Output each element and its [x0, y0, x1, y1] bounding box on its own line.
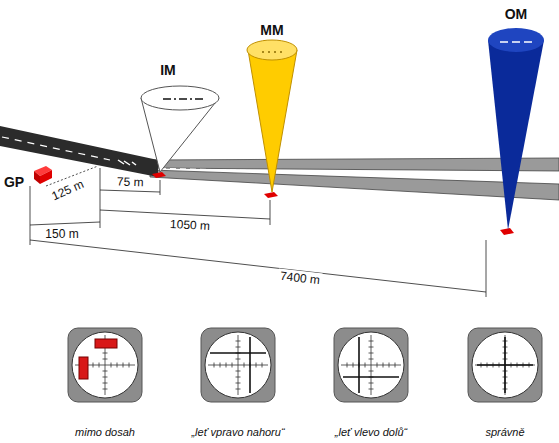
runway [0, 126, 158, 177]
instrument-dial [468, 328, 542, 402]
om-cone [488, 40, 544, 230]
mm-cone [247, 40, 297, 60]
dimension-label: 1050 m [168, 217, 213, 233]
runway-marking [118, 160, 136, 165]
beacon-name: GP [4, 174, 24, 190]
centerline [150, 168, 559, 178]
instrument-caption: správně [485, 426, 524, 438]
morse-code [163, 98, 203, 100]
instrument-dial [68, 328, 142, 402]
mm-cone [248, 50, 297, 192]
beacon-name: IM [160, 62, 176, 78]
runway-centerline [2, 137, 110, 160]
beacon-label: OM [505, 6, 528, 22]
dimension-label: 125 m [48, 176, 88, 204]
om-cone [488, 28, 544, 52]
caption-text: „leť vpravo nahoru“ [191, 426, 284, 438]
beacon-label: GP [4, 174, 24, 190]
marker-transmitter [264, 192, 278, 198]
marker-transmitter [152, 172, 166, 178]
instrument-dial [334, 328, 408, 402]
morse-code [500, 41, 532, 43]
approach-band [150, 170, 559, 200]
dimension-label: 7400 m [277, 269, 322, 288]
caption-text: „leť vlevo dolů“ [335, 426, 407, 438]
caption-text: správně [485, 426, 524, 438]
im-cone [141, 86, 219, 110]
dimension-label: 75 m [114, 174, 145, 189]
caption-text: mimo dosah [75, 426, 135, 438]
beacon-name: MM [260, 22, 283, 38]
dimension-label: 150 m [43, 227, 80, 241]
gp-antenna [34, 171, 40, 184]
beacon-label: IM [160, 62, 176, 78]
morse-code [262, 51, 282, 53]
instrument-dial [201, 328, 275, 402]
beacon-label: MM [260, 22, 283, 38]
marker-transmitter [500, 228, 514, 235]
beacon-name: OM [505, 6, 528, 22]
instrument-caption: „leť vpravo nahoru“ [191, 426, 284, 438]
dimension-lines [30, 166, 486, 297]
gp-antenna [40, 170, 52, 184]
instrument-caption: „leť vlevo dolů“ [335, 426, 407, 438]
instrument-caption: mimo dosah [75, 426, 135, 438]
